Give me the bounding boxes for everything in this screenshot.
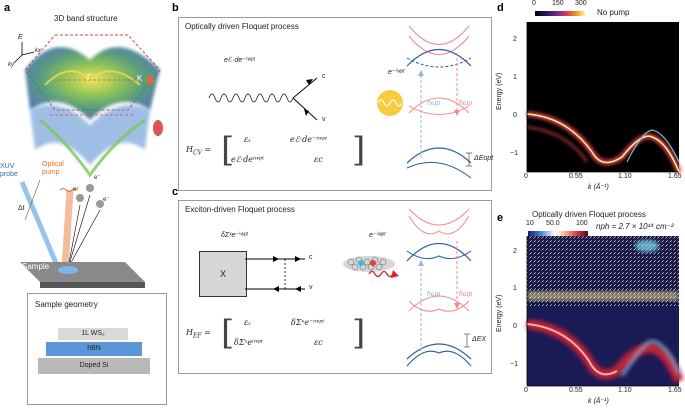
band-structure-3d: [13, 34, 163, 178]
band-structure-title: 3D band structure: [54, 14, 118, 23]
sample-label: Sample: [22, 262, 50, 271]
d-xtick-2: 1.10: [618, 173, 632, 180]
e-xtick-2: 1.10: [618, 387, 632, 394]
hw-right-b: ħωp: [459, 100, 473, 107]
exciton-matrix-21: δΣˣeⁱʷᵖᵗ: [234, 338, 264, 347]
axis-E-label: E: [18, 34, 23, 41]
sample-geometry-box: Sample geometry 1L WS₂ hBN Doped Si: [27, 293, 167, 405]
exciton-photon-phase-label: e⁻ⁱʷᵖᵗ: [369, 232, 386, 239]
photon-phase-label: e⁻ⁱʷᵖᵗ: [388, 69, 405, 76]
band-v-label: v: [322, 116, 326, 123]
panel-c-title: Exciton-driven Floquet process: [185, 205, 295, 214]
exciton-matrix-22: εc: [314, 338, 323, 347]
gamma-point-label: Γ: [87, 73, 92, 82]
matrix-bracket-left: [: [221, 130, 235, 170]
panel-label-e: e: [497, 212, 504, 224]
arpes-plot-d: [526, 22, 682, 174]
k-point-label: K: [137, 74, 143, 83]
d-xtick-0: 0: [524, 173, 528, 180]
exciton-v-label: v: [309, 284, 313, 291]
electron-label-1: e⁻: [73, 187, 80, 193]
hw-right-c: ħωp: [459, 291, 473, 298]
matrix-21: eℰ·deⁱʷᵖᵗ: [231, 155, 265, 164]
layer-ws2: 1L WS₂: [58, 328, 128, 340]
e-ytick-0: 0: [513, 323, 517, 330]
floquet-band-diagram-b: [406, 25, 472, 179]
e-xtick-0: 0: [524, 387, 528, 394]
layer-doped-si: Doped Si: [38, 358, 150, 374]
matrix-22: εc: [314, 155, 323, 164]
e-ytick-m1: −1: [510, 361, 518, 368]
d-ytick-m1: −1: [510, 150, 518, 157]
photon-density-label: nph = 2.7 × 10¹⁴ cm⁻²: [596, 222, 674, 231]
exciton-matrix-bracket-right: ]: [352, 313, 366, 353]
panel-label-d: d: [497, 2, 504, 14]
no-pump-label: No pump: [597, 8, 630, 17]
panel-c-box: Exciton-driven Floquet process δΣˣe⁻ⁱʷᵖᵗ…: [178, 200, 492, 374]
electron-label-2: e⁻: [94, 175, 101, 181]
panel-b-box: Optically driven Floquet process eℰ·de⁻ⁱ…: [178, 17, 494, 191]
exciton-field-term: δΣˣe⁻ⁱʷᵖᵗ: [221, 232, 248, 239]
matrix-12: eℰ·de⁻ⁱʷᵖᵗ: [290, 135, 328, 144]
colorbar-e: [528, 231, 588, 236]
panel-b-title: Optically driven Floquet process: [185, 22, 299, 31]
matrix-bracket-right: ]: [352, 130, 366, 170]
axis-kx-label: kx: [35, 48, 41, 54]
colorbar-e-tick-1: 50.0: [546, 220, 560, 227]
exciton-matrix-bracket-left: [: [221, 313, 235, 353]
colorbar-e-tick-0: 10: [526, 220, 534, 227]
exciton-lattice-icon: [343, 256, 399, 278]
optical-field-term: eℰ·de⁻ⁱʷᵖᵗ: [224, 57, 255, 64]
hamiltonian-label: HCV =: [186, 145, 212, 157]
axis-ky-label: ky: [8, 62, 14, 68]
d-ytick-1: 1: [513, 74, 517, 81]
band-c-label: c: [322, 73, 326, 80]
matrix-11: εᵥ: [244, 135, 252, 144]
exciton-vertex-diagram: [245, 256, 305, 292]
panel-label-a: a: [4, 2, 11, 14]
d-xtick-3: 1.65: [668, 173, 682, 180]
gap-label-b: ΔEopt: [474, 155, 494, 162]
colorbar-d-tick-1: 150: [552, 0, 564, 7]
colorbar-d: [535, 11, 585, 16]
exciton-matrix-12: δΣˣe⁻ⁱʷᵖᵗ: [291, 318, 325, 327]
floquet-band-diagram-c: [406, 208, 472, 367]
d-xlabel: k (Å⁻¹): [588, 184, 609, 191]
d-ylabel: Energy (eV): [496, 72, 503, 110]
beams-diagram: [19, 179, 145, 288]
exciton-hamiltonian-label: HEF =: [186, 328, 211, 340]
panel-e-title: Optically driven Floquet process: [532, 210, 646, 219]
exciton-matrix-11: εᵥ: [244, 318, 252, 327]
e-xtick-3: 1.65: [668, 387, 682, 394]
delta-t-label: Δt: [18, 205, 25, 212]
d-ytick-0: 0: [513, 112, 517, 119]
yellow-photon-icon: [377, 90, 403, 116]
e-ylabel: Energy (eV): [496, 294, 503, 332]
colorbar-e-tick-2: 100: [576, 220, 588, 227]
e-ytick-1: 1: [513, 285, 517, 292]
gap-label-c: ΔEX: [472, 336, 487, 343]
hw-left-b: ħωp: [427, 100, 441, 107]
optical-pump-label: Optical pump: [42, 161, 64, 176]
panel-label-c: c: [172, 186, 179, 198]
d-xtick-1: 0.55: [569, 173, 583, 180]
hw-left-c: ħωp: [427, 291, 441, 298]
optical-vertex-diagram: [208, 77, 318, 121]
sample-geometry-title: Sample geometry: [35, 300, 98, 309]
e-xtick-1: 0.55: [569, 387, 583, 394]
colorbar-d-tick-0: 0: [532, 0, 536, 7]
d-ytick-2: 2: [513, 36, 517, 43]
exciton-c-label: c: [309, 254, 313, 261]
colorbar-d-tick-2: 300: [575, 0, 587, 7]
e-ytick-2: 2: [513, 248, 517, 255]
electron-label-3: e⁻: [103, 197, 110, 203]
e-xlabel: k (Å⁻¹): [588, 398, 609, 405]
panel-label-b: b: [172, 2, 179, 14]
exciton-box: X: [199, 251, 247, 297]
xuv-probe-label: XUV probe: [0, 163, 18, 178]
layer-hbn: hBN: [46, 342, 142, 356]
arpes-plot-e: [526, 236, 684, 387]
